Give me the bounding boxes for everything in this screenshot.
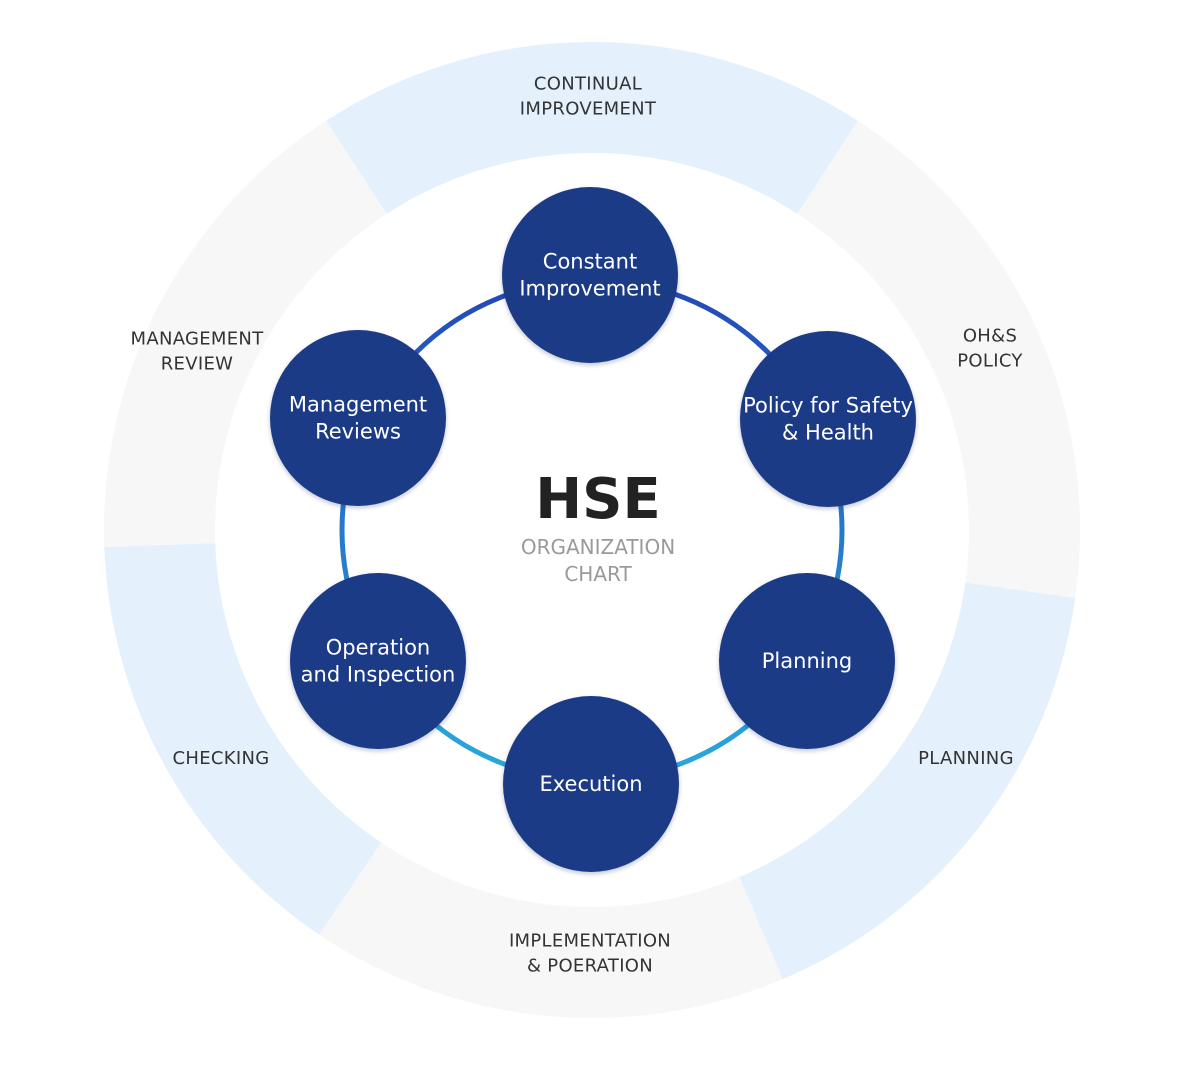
outer-ring: CONTINUAL IMPROVEMENT OH&S POLICY PLANNING IM… (104, 42, 1080, 1018)
center-subtitle-line-2: CHART (564, 562, 632, 586)
center-title: HSE (535, 467, 660, 532)
ring-label-management-review-line-2: REVIEW (161, 354, 233, 375)
ring-label-implementation-operation-line-2: & POERATION (527, 956, 653, 977)
node-circle-operation-inspection (290, 573, 466, 749)
ring-segment-checking (104, 543, 382, 935)
node-operation-inspection: Operation and Inspection (290, 573, 466, 749)
ring-label-planning-line-1: PLANNING (918, 748, 1014, 769)
ring-segment-management-review (104, 120, 387, 548)
node-execution: Execution (503, 696, 679, 872)
ring-segment-implementation-operation (319, 842, 783, 1018)
node-label-operation-inspection-line-2: and Inspection (301, 663, 456, 687)
ring-segment-planning (739, 582, 1076, 980)
node-circle-constant-improvement (502, 187, 678, 363)
ring-segment-continual-improvement (326, 42, 858, 214)
node-circle-execution (503, 696, 679, 872)
node-label-policy-safety-health-line-1: Policy for Safety (743, 394, 913, 418)
ring-label-checking-line-1: CHECKING (173, 748, 270, 769)
node-circle-policy-safety-health (740, 331, 916, 507)
node-circle-planning (719, 573, 895, 749)
node-planning: Planning (719, 573, 895, 749)
node-label-management-reviews-line-2: Reviews (315, 420, 401, 444)
node-label-operation-inspection-line-1: Operation (326, 636, 431, 660)
ring-label-continual-improvement-line-1: CONTINUAL (534, 74, 642, 95)
ring-label-continual-improvement-line-2: IMPROVEMENT (520, 99, 657, 120)
ring-segment-ohs-policy (797, 120, 1080, 598)
ring-label-management-review-line-1: MANAGEMENT (131, 329, 265, 350)
node-policy-safety-health: Policy for Safety & Health (740, 331, 916, 507)
node-label-constant-improvement-line-1: Constant (543, 250, 637, 274)
ring-label-ohs-policy-line-2: POLICY (957, 351, 1023, 372)
node-label-execution-line-1: Execution (539, 772, 642, 796)
node-label-constant-improvement-line-2: Improvement (519, 277, 660, 301)
node-circle-management-reviews (270, 330, 446, 506)
node-label-policy-safety-health-line-2: & Health (782, 421, 874, 445)
ring-label-implementation-operation-line-1: IMPLEMENTATION (509, 931, 671, 952)
node-label-planning-line-1: Planning (762, 649, 852, 673)
node-label-management-reviews-line-1: Management (289, 393, 427, 417)
center-subtitle-line-1: ORGANIZATION (521, 535, 675, 559)
ring-label-ohs-policy-line-1: OH&S (963, 326, 1017, 347)
